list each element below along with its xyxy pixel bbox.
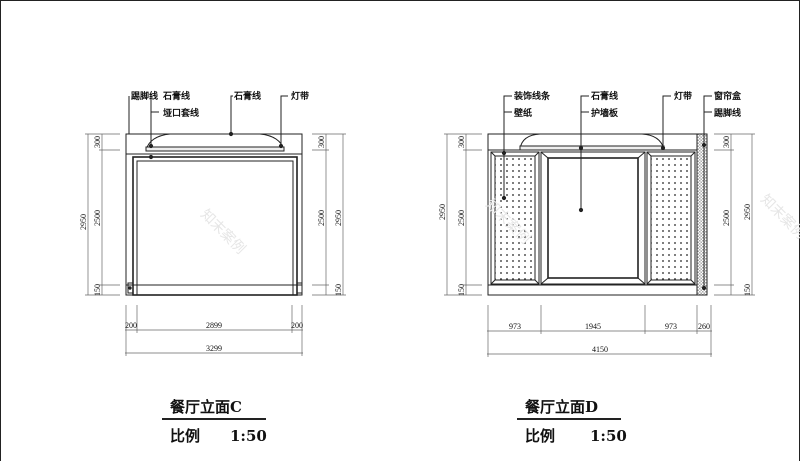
dim-total: 2950: [743, 204, 752, 220]
dim-total: 3299: [206, 344, 222, 353]
dim-segment: 2899: [206, 321, 222, 330]
dim-segment: 2500: [93, 210, 102, 226]
dim-segment: 973: [509, 322, 521, 331]
callout-label: 装饰线条: [513, 90, 551, 102]
callout-label: 石膏线: [162, 90, 190, 102]
callout-label: 踢脚线: [714, 107, 741, 119]
elevation-c: [125, 95, 303, 296]
callout-label: 灯带: [674, 90, 692, 102]
dim-segment: 1945: [585, 322, 601, 331]
dim-segment: 973: [665, 322, 677, 331]
dim-segment: 300: [722, 136, 731, 148]
elevation-c-callouts: 踢脚线 石膏线 垭口套线 石膏线 灯带: [131, 90, 309, 119]
elevation-c-dims-right: [312, 133, 346, 296]
elevation-c-dims-left: [85, 133, 120, 296]
elevation-d-dims-left: [444, 133, 482, 296]
dim-segment: 200: [291, 321, 303, 330]
dim-segment: 2500: [722, 210, 731, 226]
dim-total: 2950: [79, 214, 88, 230]
dim-total: 4150: [592, 345, 608, 354]
elevation-d-dims-right: [714, 133, 755, 296]
watermark: 知末案例: [197, 206, 249, 258]
callout-label: 护墙板: [591, 107, 619, 119]
gypsum-cornice: [145, 133, 285, 151]
wallpaper-panel-left: [490, 151, 540, 285]
callout-label: 壁纸: [514, 107, 532, 119]
scale-value: 1:50: [590, 427, 627, 445]
dim-segment: 300: [317, 136, 326, 148]
watermark: 知末案例: [757, 191, 800, 243]
callout-label: 石膏线: [590, 90, 618, 102]
dim-segment: 2500: [317, 210, 326, 226]
dim-total: 2950: [438, 204, 447, 220]
dim-segment: 260: [698, 322, 710, 331]
dim-segment: 2500: [457, 210, 466, 226]
wallpaper-panel-right: [646, 151, 696, 285]
wainscot-panel-center: [540, 151, 646, 285]
curtain-box: [696, 133, 708, 296]
callout-label: 石膏线: [233, 90, 261, 102]
callout-label: 窗帘盒: [714, 90, 742, 102]
scale-label: 比例: [525, 427, 555, 445]
elevation-c-title-block: 餐厅立面C 比例 1:50: [162, 398, 267, 445]
callout-label: 踢脚线: [131, 90, 158, 102]
scale-label: 比例: [170, 427, 200, 445]
elevation-title: 餐厅立面C: [170, 398, 242, 416]
dim-segment: 150: [93, 284, 102, 296]
dim-segment: 200: [125, 321, 137, 330]
dim-segment: 300: [457, 136, 466, 148]
elevation-d: [487, 95, 712, 296]
elevation-d-dims-bottom: [487, 305, 712, 357]
dim-segment: 150: [743, 284, 752, 296]
callout-label: 灯带: [291, 90, 309, 102]
elevation-d-callouts: 装饰线条 壁纸 石膏线 护墙板 灯带 窗帘盒 踢脚线: [513, 90, 742, 119]
dim-segment: 300: [93, 136, 102, 148]
elevation-c-dims-bottom: [125, 305, 303, 356]
elevation-d-title-block: 餐厅立面D 比例 1:50: [517, 398, 627, 445]
gypsum-cornice: [519, 133, 665, 150]
callout-label: 垭口套线: [163, 107, 199, 119]
dim-segment: 150: [457, 284, 466, 296]
dim-segment: 150: [334, 284, 343, 296]
dim-total: 2950: [334, 210, 343, 226]
elevation-title: 餐厅立面D: [525, 398, 598, 416]
scale-value: 1:50: [230, 427, 267, 445]
